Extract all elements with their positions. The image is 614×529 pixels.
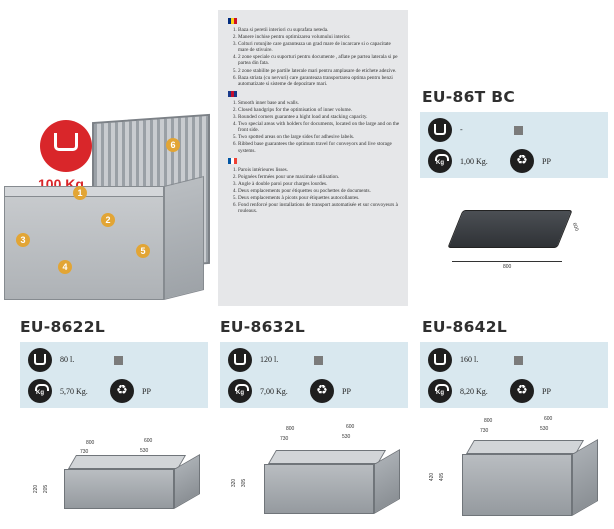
product-title-eu-8622l: EU-8622L xyxy=(20,318,106,336)
callout-6: 6 xyxy=(166,138,180,152)
dim-label: 730 xyxy=(480,428,489,434)
material-value: PP xyxy=(542,157,551,166)
volume-value: - xyxy=(460,125,463,134)
dim-label: 420 xyxy=(429,472,436,482)
list-item: Closed handgrips for the optimisation of… xyxy=(238,107,400,113)
material-value: PP xyxy=(542,387,551,396)
dim-label: 220 xyxy=(33,484,40,494)
uk-flag-icon xyxy=(228,90,237,97)
product-title-eu-8642l: EU-8642L xyxy=(422,318,508,336)
list-item: Rounded corners guarantee a hight load a… xyxy=(238,114,400,120)
dim-label: 600 xyxy=(570,222,580,232)
dim-label: 600 xyxy=(144,438,153,444)
dim-label: 530 xyxy=(540,426,549,432)
grey-square-icon xyxy=(514,356,523,365)
product-title-eu-86t: EU-86T BC xyxy=(422,88,516,106)
recycle-pp-icon: ♻ xyxy=(510,379,534,403)
lid-drawing xyxy=(447,210,573,254)
product-info-card-eu-8622l: 80 l. Kg 5,70 Kg. ♻ PP xyxy=(20,342,208,408)
list-item: 2 zone speciale cu suporturi pentru docu… xyxy=(238,54,400,66)
recycle-pp-icon: ♻ xyxy=(110,379,134,403)
material-value: PP xyxy=(142,387,151,396)
volume-value: 80 l. xyxy=(60,355,75,364)
weight-value: 1,00 Kg. xyxy=(460,157,488,166)
list-item: Manere inchise pentru optimizarea volumu… xyxy=(238,34,400,40)
features-fr-list: Parois intérieures lisses. Poignées ferm… xyxy=(226,167,400,215)
callout-3: 3 xyxy=(16,233,30,247)
weight-capacity-badge xyxy=(40,120,92,172)
dim-label: 800 xyxy=(286,426,295,432)
dim-label: 600 xyxy=(346,424,355,430)
crate-drawing-eu-8642l xyxy=(446,438,606,522)
weight-value: 7,00 Kg. xyxy=(260,387,288,396)
dim-label: 600 xyxy=(544,416,553,422)
dim-label: 800 xyxy=(503,264,512,270)
list-item: Poignées fermées pour une maximale utili… xyxy=(238,174,400,180)
dim-label: 800 xyxy=(484,418,493,424)
features-en-list: Smooth inner base and walls. Closed hand… xyxy=(226,100,400,154)
crate-volume-icon xyxy=(428,348,452,372)
recycle-pp-icon: ♻ xyxy=(510,149,534,173)
list-item: Angle à double paroi pour charges lourde… xyxy=(238,181,400,187)
list-item: Ribbed base guarantees the optimum trave… xyxy=(238,141,400,153)
material-value: PP xyxy=(342,387,351,396)
grey-square-icon xyxy=(514,126,523,135)
list-item: Parois intérieures lisses. xyxy=(238,167,400,173)
hero-crate-side xyxy=(164,176,204,300)
list-item: Two special areas with holders for docum… xyxy=(238,121,400,133)
dim-label: 530 xyxy=(342,434,351,440)
lid-shape xyxy=(447,210,573,248)
crate-volume-icon xyxy=(28,348,52,372)
grey-square-icon xyxy=(114,356,123,365)
product-info-card-eu-8632l: 120 l. Kg 7,00 Kg. ♻ PP xyxy=(220,342,408,408)
list-item: Smooth inner base and walls. xyxy=(238,100,400,106)
volume-value: 120 l. xyxy=(260,355,279,364)
list-item: Colturi rotunjite care garanteaza un gra… xyxy=(238,41,400,53)
dim-label: 730 xyxy=(80,449,89,455)
kg-weight-icon: Kg xyxy=(228,379,252,403)
dim-label: 405 xyxy=(439,472,446,482)
crate-drawing-eu-8632l xyxy=(248,448,408,518)
crate-volume-icon xyxy=(228,348,252,372)
callout-4: 4 xyxy=(58,260,72,274)
dim-label: 800 xyxy=(86,440,95,446)
grey-square-icon xyxy=(314,356,323,365)
dim-label: 320 xyxy=(231,478,238,488)
features-ro-list: Baza si peretii interiori cu suprafata n… xyxy=(226,27,400,87)
callout-5: 5 xyxy=(136,244,150,258)
weight-value: 8,20 Kg. xyxy=(460,387,488,396)
list-item: Deux emplacements pour étiquettes ou poc… xyxy=(238,188,400,194)
volume-value: 160 l. xyxy=(460,355,479,364)
crate-drawing-eu-8622l xyxy=(48,453,208,515)
dim-label: 305 xyxy=(241,478,248,488)
kg-weight-icon: Kg xyxy=(428,379,452,403)
product-info-card-eu-86t: - Kg 1,00 Kg. ♻ PP xyxy=(420,112,608,178)
crate-handle-icon xyxy=(54,133,78,151)
french-flag-icon xyxy=(228,157,237,164)
dim-label: 205 xyxy=(43,484,50,494)
crate-volume-icon xyxy=(428,118,452,142)
callout-1: 1 xyxy=(73,186,87,200)
dim-label: 530 xyxy=(140,448,149,454)
list-item: Fond renforcé pour installations de tran… xyxy=(238,202,400,214)
weight-value: 5,70 Kg. xyxy=(60,387,88,396)
dim-label: 730 xyxy=(280,436,289,442)
list-item: 2 zone stabilite pe partile laterale mar… xyxy=(238,68,400,74)
kg-weight-icon: Kg xyxy=(28,379,52,403)
list-item: Deux emplacements à picots pour étiquett… xyxy=(238,195,400,201)
kg-weight-icon: Kg xyxy=(428,149,452,173)
product-title-eu-8632l: EU-8632L xyxy=(220,318,306,336)
romanian-flag-icon xyxy=(228,18,237,24)
list-item: Baza striata (cu nervuri) care garanteaz… xyxy=(238,75,400,87)
recycle-pp-icon: ♻ xyxy=(310,379,334,403)
product-info-card-eu-8642l: 160 l. Kg 8,20 Kg. ♻ PP xyxy=(420,342,608,408)
list-item: Baza si peretii interiori cu suprafata n… xyxy=(238,27,400,33)
callout-2: 2 xyxy=(101,213,115,227)
features-text-panel: Baza si peretii interiori cu suprafata n… xyxy=(218,10,408,306)
list-item: Two spotted areas on the large sides for… xyxy=(238,134,400,140)
